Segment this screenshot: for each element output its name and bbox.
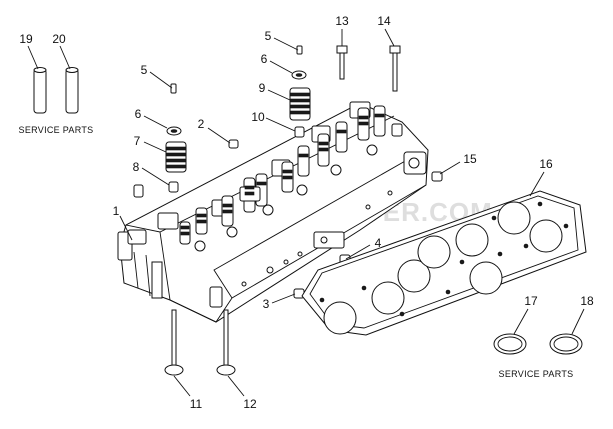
callout-15: 15	[463, 152, 477, 166]
valve-spring-9	[289, 87, 311, 121]
callout-12: 12	[243, 397, 257, 411]
callout-19: 19	[19, 32, 33, 46]
callout-5-left: 5	[141, 63, 148, 77]
callout-10: 10	[251, 110, 265, 124]
valve-12	[216, 309, 236, 376]
bolt-14	[389, 45, 401, 92]
valve-11	[164, 309, 184, 376]
valve-spring-7	[165, 141, 187, 173]
cylinder-head	[117, 101, 429, 323]
head-gasket	[301, 190, 587, 336]
callout-6-left: 6	[135, 107, 142, 121]
callout-13: 13	[335, 14, 349, 28]
valve-spring-row	[157, 101, 386, 252]
callout-20: 20	[52, 32, 66, 46]
service-parts-label-left: SERVICE PARTS	[19, 125, 94, 135]
callout-1: 1	[113, 204, 120, 218]
callout-6-right: 6	[261, 52, 268, 66]
callout-17: 17	[524, 294, 538, 308]
service-parts-label-right: SERVICE PARTS	[499, 369, 574, 379]
service-rings-right	[493, 308, 585, 355]
callout-18: 18	[580, 294, 594, 308]
callout-9: 9	[259, 81, 266, 95]
callout-2: 2	[198, 117, 205, 131]
callout-7: 7	[134, 134, 141, 148]
callout-numbers: 1 2 3 4 5 5 6 6 7 8 9 10 11 12 13 14 15 …	[19, 14, 594, 411]
callout-8: 8	[133, 160, 140, 174]
bolt-13	[336, 45, 348, 80]
callout-5-right: 5	[265, 29, 272, 43]
callout-4: 4	[375, 236, 382, 250]
leader-lines	[119, 28, 545, 397]
callout-14: 14	[377, 14, 391, 28]
service-sleeves-left	[27, 45, 79, 114]
callout-3: 3	[263, 297, 270, 311]
callout-11: 11	[190, 397, 203, 411]
callout-16: 16	[539, 157, 553, 171]
